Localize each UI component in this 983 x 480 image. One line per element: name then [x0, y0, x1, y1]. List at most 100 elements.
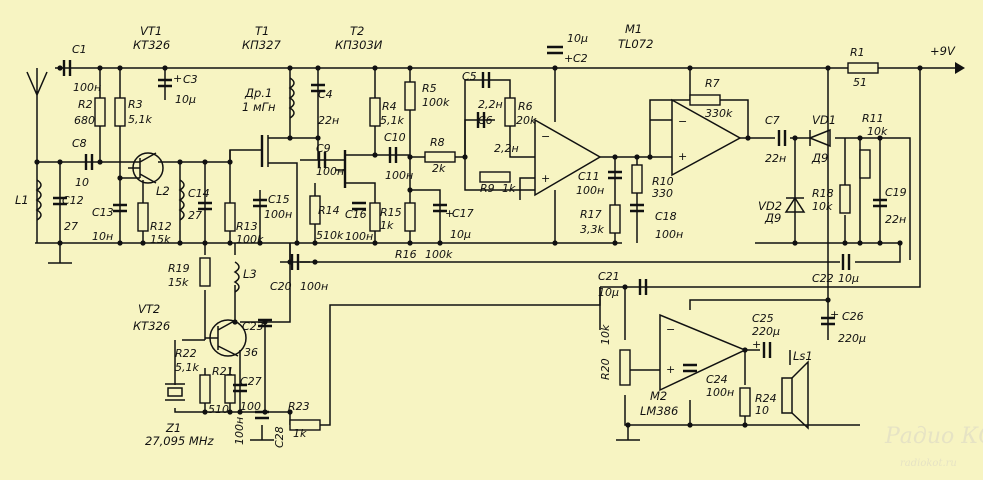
capacitor-c1: [62, 60, 72, 76]
r4-name: R4: [382, 100, 397, 113]
r6-name: R6: [518, 100, 533, 113]
junction-dot: [792, 240, 798, 246]
junction-dot: [825, 297, 831, 303]
r10-value: 330: [652, 187, 673, 200]
diode-vd1: [807, 128, 831, 148]
c21-value: 10µ: [598, 286, 619, 299]
junction-dot: [237, 409, 243, 415]
c22-name: C22: [812, 272, 834, 285]
capacitor-c7: [777, 130, 787, 146]
capacitor-c4: [311, 83, 325, 93]
r8-value: 2k: [432, 162, 446, 175]
resistor-r8: [424, 151, 456, 163]
r12-value: 15k: [150, 233, 171, 246]
junction-dot: [372, 240, 378, 246]
resistor-r11: [859, 149, 871, 179]
r14-name: R14: [318, 204, 340, 217]
vt1-name: VT1: [140, 24, 162, 38]
capacitor-c19: [873, 198, 887, 208]
r19-name: R19: [168, 262, 190, 275]
junction-dot: [407, 187, 413, 193]
junction-dot: [315, 65, 321, 71]
junction-dot: [162, 65, 168, 71]
junction-dot: [857, 240, 863, 246]
junction-dot: [622, 284, 628, 290]
c28-value: 100н: [233, 417, 246, 445]
c10-value: 100н: [385, 169, 413, 182]
junction-dot: [117, 65, 123, 71]
r15-value: 1k: [380, 219, 394, 232]
c25-name: C25: [752, 312, 774, 325]
junction-dot: [742, 347, 748, 353]
junction-dot: [227, 409, 233, 415]
supply-arrow-icon: [955, 62, 965, 74]
c25-plus: +: [752, 338, 761, 351]
r16-value: 100k: [425, 248, 453, 261]
junction-dot: [372, 65, 378, 71]
c7-value: 22н: [765, 152, 786, 165]
junction-dot: [202, 409, 208, 415]
resistor-r12: [137, 202, 149, 232]
c16-name: C16: [345, 208, 367, 221]
junction-dot: [287, 409, 293, 415]
r12-name: R12: [150, 220, 172, 233]
junction-dot: [262, 409, 268, 415]
c11-name: C11: [578, 170, 600, 183]
resistor-r7: [689, 94, 721, 106]
r21-name: R21: [212, 365, 234, 378]
m1b-minus: −: [678, 115, 687, 128]
c3-plus: +: [173, 72, 182, 85]
junction-dot: [232, 319, 238, 325]
r22-name: R22: [175, 347, 197, 360]
r15-name: R15: [380, 206, 402, 219]
c27-name: C27: [240, 375, 262, 388]
resistor-r15: [369, 202, 381, 232]
resistor-r21: [224, 374, 236, 404]
junction-dot: [897, 240, 903, 246]
watermark-site: radiokot.ru: [900, 458, 957, 469]
capacitor-plates: [53, 45, 887, 420]
c26-value: 220µ: [838, 332, 866, 345]
antenna-symbol: [26, 68, 48, 96]
c1-value: 100н: [73, 81, 101, 94]
junction-dot: [857, 135, 863, 141]
resistor-r1: [847, 62, 879, 74]
c14-value: 27: [188, 209, 202, 222]
r20-name: R20: [599, 358, 612, 380]
op-amp-m2: [659, 313, 747, 392]
r11-value: 10k: [867, 125, 888, 138]
speaker-ls1: [781, 360, 809, 430]
c2-value: 10µ: [567, 32, 588, 45]
m1-name: M1: [625, 22, 642, 36]
r2-value: 680: [74, 114, 95, 127]
junction-dot: [647, 154, 653, 160]
capacitor-c22: [841, 254, 851, 270]
r2-name: R2: [78, 98, 93, 111]
m1b-plus: +: [678, 150, 687, 163]
resistor-r22: [199, 374, 211, 404]
junction-dot: [552, 240, 558, 246]
resistor-r20: [619, 349, 631, 386]
capacitor-c16: [352, 201, 366, 211]
junction-dot: [57, 159, 63, 165]
r17-name: R17: [580, 208, 602, 221]
c22-value: 10µ: [838, 272, 859, 285]
c11-value: 100н: [576, 184, 604, 197]
c15-name: C15: [268, 193, 290, 206]
c27-value: 100: [240, 400, 261, 413]
r5-value: 100k: [422, 96, 450, 109]
r11-name: R11: [862, 112, 884, 125]
t1-type: КП327: [242, 38, 281, 52]
capacitor-c27: [233, 383, 247, 393]
c12-name: C12: [62, 194, 84, 207]
diode-vd2: [784, 196, 806, 213]
resistor-r19: [199, 257, 211, 287]
inductor-coils: [35, 77, 295, 293]
c19-name: C19: [885, 186, 907, 199]
r1-name: R1: [850, 46, 865, 59]
junction-dot: [407, 240, 413, 246]
r10-name: R10: [652, 175, 674, 188]
resistor-r14: [309, 195, 321, 225]
resistor-r17: [609, 204, 621, 234]
r13-name: R13: [236, 220, 258, 233]
